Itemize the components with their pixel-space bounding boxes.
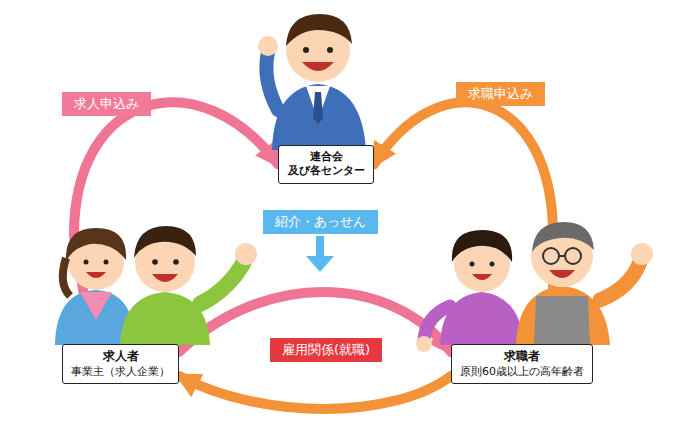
arrow-shaft	[316, 236, 324, 258]
staff-figure	[258, 14, 366, 150]
flow-arrow	[179, 376, 451, 409]
employer-figures	[55, 226, 257, 345]
action-badge: 紹介・あっせん	[263, 210, 378, 234]
arrow-head	[306, 256, 334, 272]
box-heading: 連合会 及び各センター	[287, 150, 365, 179]
box-body: 原則60歳以上の高年齢者	[460, 365, 584, 379]
jobseeker-figures	[416, 222, 653, 352]
employer-box: 求人者事業主（求人企業）	[62, 344, 179, 384]
edge-label: 求人申込み	[62, 92, 151, 116]
edge-label: 求職申込み	[456, 82, 545, 106]
edge-label: 雇用関係(就職)	[270, 338, 382, 362]
center-box: 連合会 及び各センター	[278, 145, 374, 184]
box-heading: 求職者	[460, 349, 584, 365]
jobseeker-box: 求職者原則60歳以上の高年齢者	[451, 344, 593, 384]
box-heading: 求人者	[71, 349, 170, 365]
box-body: 事業主（求人企業）	[71, 365, 170, 379]
